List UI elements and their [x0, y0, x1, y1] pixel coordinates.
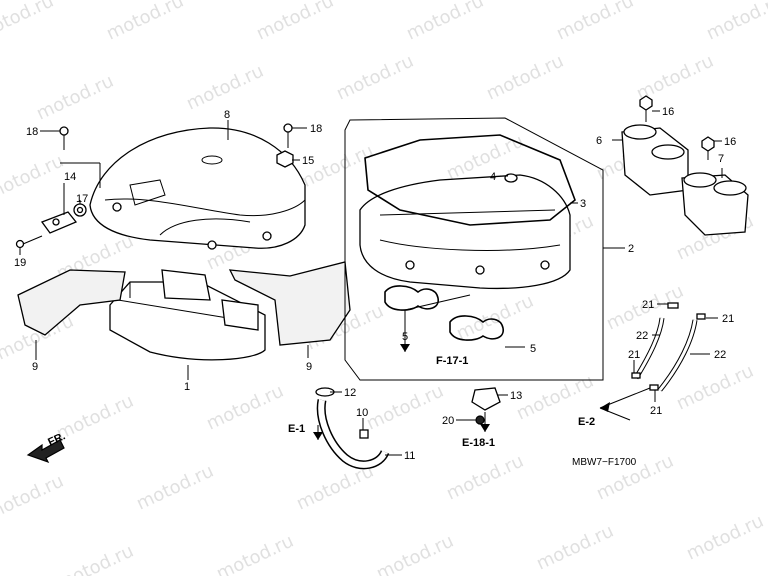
- bracket-14: [40, 211, 78, 234]
- callout-5b: 5: [530, 343, 536, 355]
- callout-labels: 1 2 3 4 5 5 6 7 8 9 9 10 11 12 13 14 15 …: [14, 106, 736, 462]
- callout-13: 13: [510, 390, 522, 402]
- clamp-21a: [667, 302, 679, 309]
- ref-e-18-1: E-18-1: [462, 437, 495, 449]
- callout-17: 17: [76, 193, 88, 205]
- watermark-text: motod.ru: [683, 511, 767, 565]
- air-filter-element: [109, 269, 266, 361]
- seal-3: [364, 134, 576, 226]
- callout-21b: 21: [722, 313, 734, 325]
- callout-8: 8: [224, 109, 230, 121]
- watermark-text: motod.ru: [253, 0, 337, 45]
- watermark-text: motod.ru: [203, 381, 287, 435]
- bolt-18-left: [59, 126, 69, 150]
- watermark-text: motod.ru: [363, 381, 447, 435]
- funnel-7: [681, 172, 749, 236]
- watermark-text: motod.ru: [53, 391, 137, 445]
- clamp-21b: [696, 313, 706, 320]
- grommet-17: [73, 203, 87, 217]
- callout-5a: 5: [402, 331, 408, 343]
- clip-10: [359, 429, 369, 439]
- callout-21c: 21: [628, 349, 640, 361]
- sponge-9-right: [228, 261, 351, 346]
- collar-15: [276, 150, 294, 168]
- callout-14: 14: [64, 171, 76, 183]
- watermark-text: motod.ru: [0, 0, 57, 45]
- watermark-text: motod.ru: [33, 71, 117, 125]
- seal-5a: [384, 285, 439, 311]
- watermark-text: motod.ru: [0, 471, 67, 525]
- bolt-18-right: [283, 123, 293, 148]
- callout-6: 6: [596, 135, 602, 147]
- watermark-text: motod.ru: [373, 531, 457, 576]
- drain-tube-11: [316, 399, 390, 470]
- watermark-text: motod.ru: [213, 531, 297, 576]
- callout-21a: 21: [642, 299, 654, 311]
- seal-5b: [449, 315, 504, 341]
- ref-e-2: E-2: [578, 416, 595, 428]
- clamp-21c: [631, 372, 641, 379]
- callout-20: 20: [442, 415, 454, 427]
- callout-4: 4: [490, 171, 496, 183]
- watermark-text: motod.ru: [103, 0, 187, 45]
- chamber-frame: [344, 117, 604, 381]
- clamp-21d: [649, 384, 659, 391]
- watermark-text: motod.ru: [673, 361, 757, 415]
- watermark-text: motod.ru: [0, 151, 67, 205]
- callout-22b: 22: [714, 349, 726, 361]
- callout-11: 11: [404, 450, 415, 462]
- watermark-text: motod.ru: [443, 451, 527, 505]
- callout-19: 19: [14, 257, 26, 269]
- reference-labels: F-17-1 E-1 E-18-1 E-2: [288, 355, 595, 449]
- callout-12: 12: [344, 387, 356, 399]
- callout-16b: 16: [724, 136, 736, 148]
- callout-1: 1: [184, 381, 190, 393]
- reference-arrows: [313, 344, 610, 440]
- air-cleaner-cover: [89, 127, 306, 250]
- callout-18b: 18: [310, 123, 322, 135]
- funnel-6: [621, 124, 689, 196]
- callout-15: 15: [302, 155, 314, 167]
- callout-7: 7: [718, 153, 724, 165]
- callout-21d: 21: [650, 405, 662, 417]
- watermark-text: motod.ru: [483, 51, 567, 105]
- front-arrow-icon: [26, 439, 65, 464]
- callout-18a: 18: [26, 126, 38, 138]
- hose-22-right: [658, 319, 698, 392]
- callout-22a: 22: [636, 330, 648, 342]
- ref-e-1: E-1: [288, 423, 305, 435]
- watermark-text: motod.ru: [183, 61, 267, 115]
- diagram-code: MBW7−F1700: [572, 457, 637, 468]
- watermark-text: motod.ru: [133, 461, 217, 515]
- callout-2: 2: [628, 243, 634, 255]
- watermark-text: motod.ru: [403, 0, 487, 45]
- callout-10: 10: [356, 407, 368, 419]
- callout-9a: 9: [32, 361, 38, 373]
- watermark-text: motod.ru: [533, 521, 617, 575]
- hose-22-left: [633, 317, 665, 380]
- air-cleaner-case: [359, 174, 571, 290]
- callout-9b: 9: [306, 361, 312, 373]
- watermark-text: motod.ru: [333, 51, 417, 105]
- screw-20: [475, 415, 485, 425]
- callout-3: 3: [580, 198, 586, 210]
- bolt-16-mid: [701, 136, 715, 160]
- screw-19: [15, 235, 43, 249]
- watermark-text: motod.ru: [293, 141, 377, 195]
- sponge-9-left: [17, 269, 126, 336]
- watermark-text: motod.ru: [553, 0, 637, 45]
- bolt-16-top: [639, 95, 653, 122]
- callout-16a: 16: [662, 106, 674, 118]
- watermark-text: motod.ru: [53, 541, 137, 576]
- ref-f-17-1: F-17-1: [436, 355, 468, 367]
- cap-4: [504, 173, 518, 183]
- leader-lines: [19, 110, 723, 456]
- joint-13: [471, 387, 501, 411]
- watermark-text: motod.ru: [453, 291, 537, 345]
- watermark-text: motod.ru: [703, 0, 768, 45]
